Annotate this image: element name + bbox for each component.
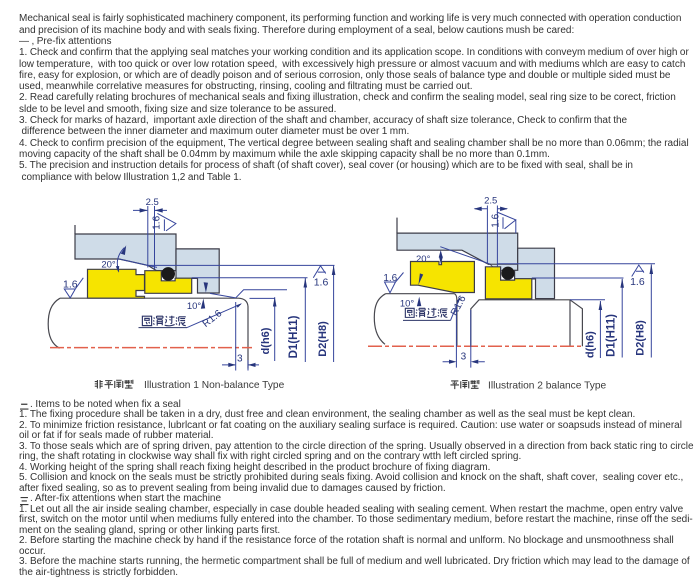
svg-text:D1(H11): D1(H11)	[605, 314, 617, 357]
svg-text:d(h6): d(h6)	[585, 331, 597, 358]
svg-text:1.6: 1.6	[314, 277, 329, 289]
svg-text:R1.6: R1.6	[449, 294, 469, 318]
svg-text:D2(H8): D2(H8)	[635, 320, 647, 356]
svg-text:2.5: 2.5	[484, 196, 497, 207]
svg-text:10°: 10°	[187, 301, 202, 312]
svg-text:2.5: 2.5	[146, 197, 159, 208]
svg-text:Illustration 1 Non-balance Typ: Illustration 1 Non-balance Type	[144, 380, 285, 391]
svg-text:d(h6): d(h6)	[260, 327, 272, 354]
svg-text:D1(H11): D1(H11)	[288, 315, 300, 358]
svg-text:1.6: 1.6	[63, 279, 78, 291]
svg-text:Illustration 2 balance Type: Illustration 2 balance Type	[488, 381, 607, 392]
svg-text:1.6: 1.6	[152, 215, 163, 229]
svg-text:10°: 10°	[400, 299, 415, 310]
svg-text:20°: 20°	[416, 254, 431, 265]
svg-text:R1.6: R1.6	[201, 308, 225, 330]
svg-text:3: 3	[461, 352, 467, 363]
svg-text:1.6: 1.6	[491, 213, 502, 227]
svg-text:D2(H8): D2(H8)	[317, 321, 329, 357]
svg-text:1.6: 1.6	[383, 273, 397, 284]
svg-text:1.6: 1.6	[630, 276, 645, 288]
svg-text:3: 3	[237, 354, 243, 365]
svg-text:20°: 20°	[101, 260, 116, 271]
